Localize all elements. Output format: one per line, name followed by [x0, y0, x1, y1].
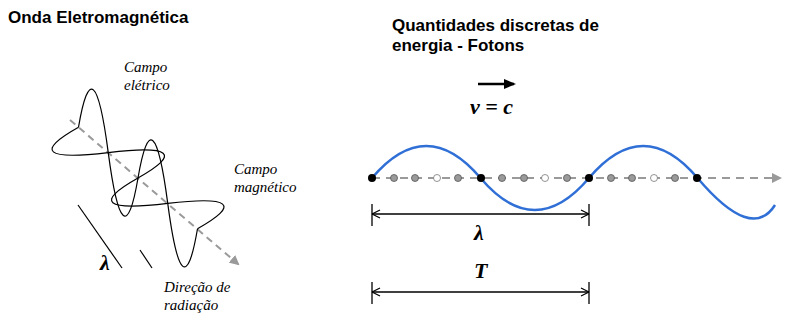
heading: Quantidades discretas de energia - Foton…: [392, 16, 662, 57]
magnetic-field-wave: [52, 127, 224, 229]
period-dimension: [372, 282, 589, 304]
photon-dots: [368, 174, 701, 182]
sine-wave: [372, 146, 775, 219]
velocity-arrow: [478, 83, 514, 86]
wavelength-symbol: λ: [100, 250, 130, 276]
heading: Onda Eletromagnética: [8, 8, 268, 28]
wavelength-symbol: λ: [474, 220, 504, 246]
field-label: Campo magnético: [234, 160, 314, 196]
velocity-label: v = c: [470, 94, 560, 120]
direction-label: Direção de radiação: [164, 278, 254, 314]
wavelength-leader: [140, 250, 152, 268]
period-symbol: T: [474, 258, 504, 284]
field-label: Campo elétrico: [124, 58, 186, 94]
